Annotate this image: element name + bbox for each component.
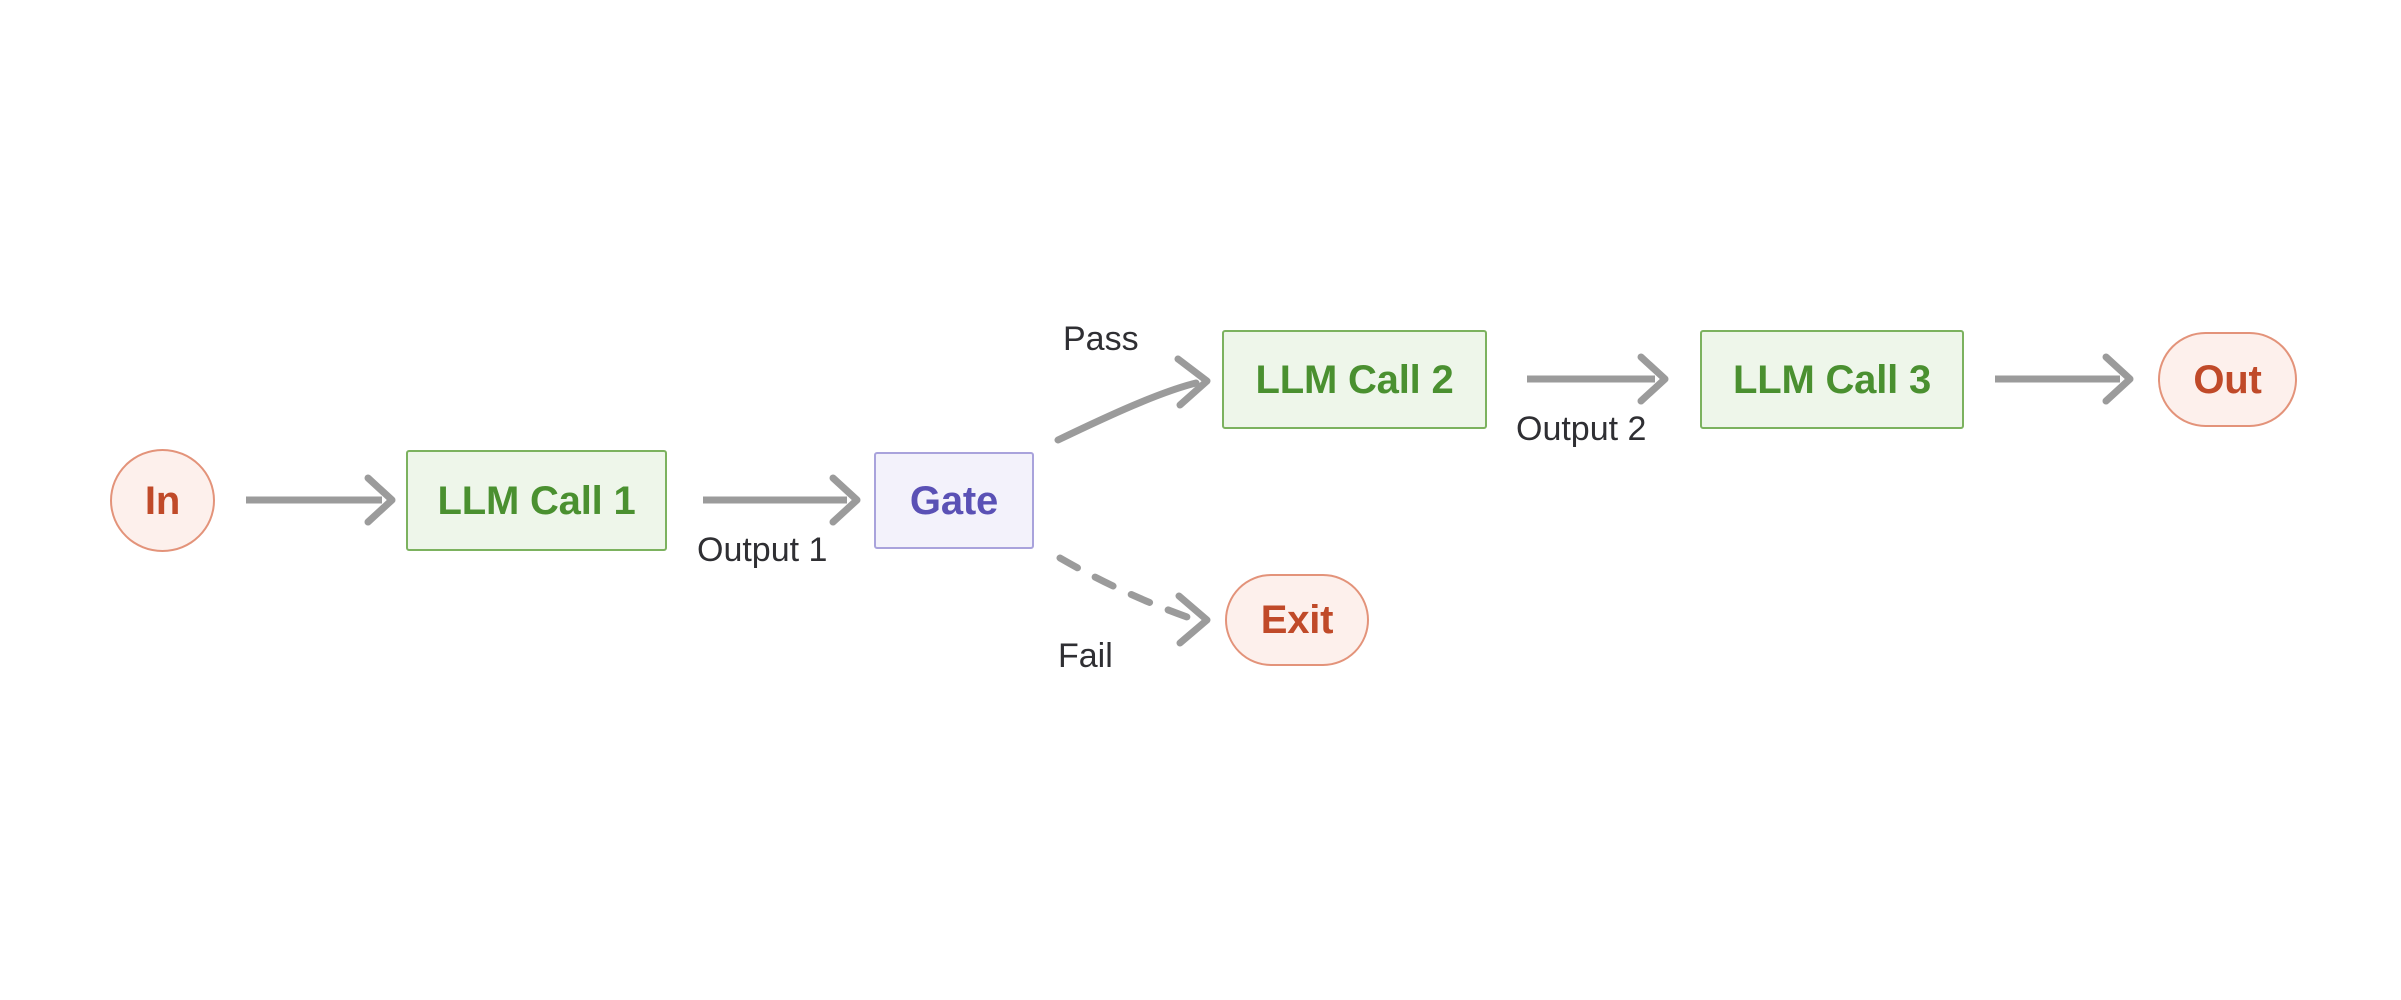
arrowhead-icon [1175,592,1211,647]
node-out[interactable]: Out [2158,332,2297,427]
node-llm-call-3[interactable]: LLM Call 3 [1700,330,1964,429]
edge-llm-call-2-to-llm-call-3 [1527,353,1669,405]
edge-label-output-1: Output 1 [697,531,828,569]
edge-label-pass: Pass [1063,320,1139,358]
arrowhead-icon [1637,353,1669,405]
arrowhead-icon [2102,353,2134,405]
edge-curve-dashed [1056,554,1194,622]
node-exit-label: Exit [1260,598,1334,642]
node-gate-label: Gate [909,478,999,523]
node-gate[interactable]: Gate [874,452,1034,549]
edge-label-fail: Fail [1058,637,1113,675]
node-llm-call-2[interactable]: LLM Call 2 [1222,330,1487,429]
node-in[interactable]: In [110,449,215,552]
node-llm-call-3-label: LLM Call 3 [1732,357,1932,402]
arrowhead-icon [829,474,861,526]
edge-llm-call-3-to-out [1995,353,2134,405]
edge-in-to-llm-call-1 [246,474,396,526]
edge-curve [1054,379,1200,444]
node-exit[interactable]: Exit [1225,574,1369,666]
edge-llm-call-1-to-gate [703,474,861,526]
node-in-label: In [144,478,181,523]
edge-gate-to-exit [1056,554,1211,647]
node-llm-call-1[interactable]: LLM Call 1 [406,450,667,551]
edge-gate-to-llm-call-2 [1054,355,1211,444]
node-out-label: Out [2193,357,2262,402]
arrowhead-icon [364,474,396,526]
node-llm-call-2-label: LLM Call 2 [1255,357,1454,402]
node-llm-call-1-label: LLM Call 1 [437,478,636,523]
arrowhead-icon [1174,355,1211,409]
edge-label-output-2: Output 2 [1516,410,1647,448]
